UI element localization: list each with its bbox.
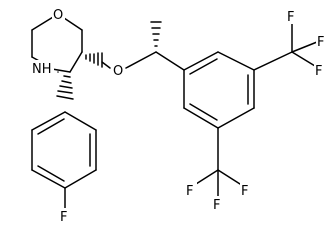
stereo-hash-c2-o: [85, 52, 103, 68]
bond-o-ch: [125, 51, 157, 69]
label-nitrogen-nh: NH: [32, 62, 52, 77]
label-fluorine-top-2: F: [317, 35, 324, 50]
cf3-group-top: [253, 22, 318, 71]
bond-c3-c2-lower: [69, 51, 83, 73]
label-fluorine-bottom-1: F: [186, 184, 193, 199]
atom-labels: O NH O F F F F F F F: [32, 6, 328, 225]
label-fluorine-bottom-3: F: [213, 198, 220, 213]
label-fluorine-para: F: [60, 210, 67, 225]
ether-linkage: [101, 51, 157, 69]
label-oxygen-ether: O: [113, 64, 123, 79]
label-oxygen-ring: O: [53, 8, 63, 23]
stereo-hash-c3-aryl: [56, 75, 74, 100]
label-fluorine-bottom-2: F: [241, 184, 248, 199]
label-fluorine-top-1: F: [287, 10, 294, 25]
bond-o-c2: [101, 61, 111, 69]
label-fluorine-top-3: F: [315, 64, 322, 79]
fluorophenyl-ring: [31, 111, 97, 209]
bis-trifluoromethyl-phenyl-ring: [183, 51, 255, 129]
cf3-group-bottom: [195, 127, 241, 197]
bond-ch-aryl: [155, 51, 185, 71]
bond-nh-c3: [51, 68, 71, 73]
stereo-hash-methyl: [150, 21, 162, 47]
